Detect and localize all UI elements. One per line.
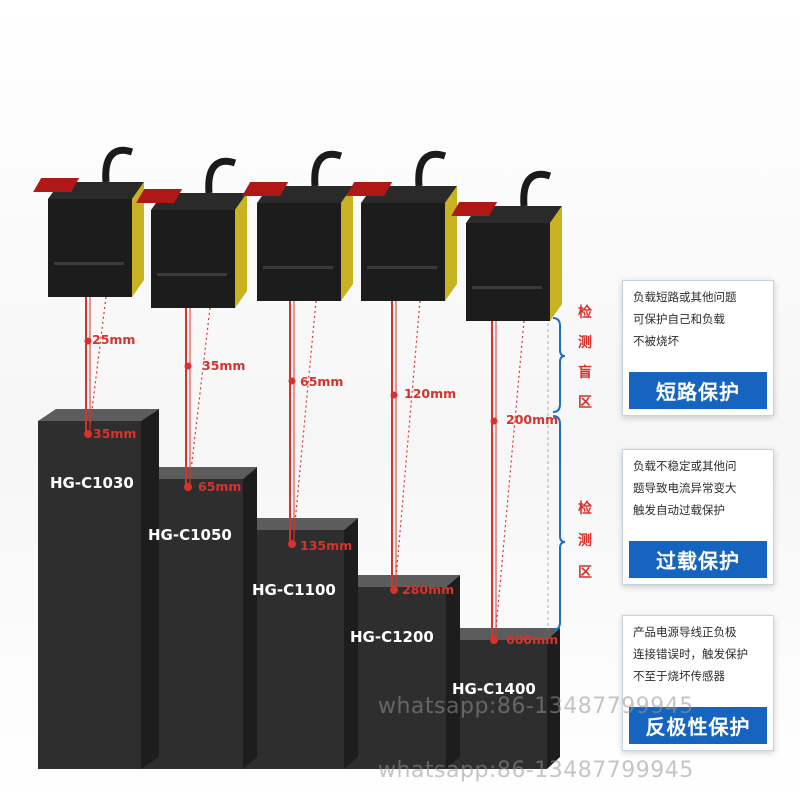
feature-title: 短路保护 [629,372,767,409]
laser-beam [288,300,317,548]
detect-zone-label: 测 [578,533,592,549]
model-label: HG-C1050 [148,526,232,544]
feature-card-reverse-polarity: 产品电源导线正负极 连接错误时，触发保护 不至于烧坏传感器 反极性保护 [622,615,774,751]
laser-beam [184,307,211,491]
model-label: HG-C1200 [350,628,434,646]
max-distance: 135mm [300,538,353,553]
feature-description: 产品电源导线正负极 连接错误时，触发保护 不至于烧坏传感器 [633,625,748,683]
feature-card-overload: 负载不稳定或其他问 题导致电流异常变大 触发自动过载保护 过载保护 [622,449,774,585]
model-label: HG-C1030 [50,474,134,492]
blind-distance: 65mm [300,374,344,389]
sensor-device [346,151,457,301]
laser-beams [84,296,525,644]
zone-guides [547,317,566,631]
max-distance: 600mm [506,632,559,647]
model-label: HG-C1100 [252,581,336,599]
blind-distance: 35mm [202,358,246,373]
feature-title: 反极性保护 [629,707,767,744]
watermark: whatsapp:86-13487799945 [378,694,694,719]
max-distance: 65mm [198,479,242,494]
sensor-device [451,171,562,321]
blind-zone-label: 测 [578,335,592,351]
blind-zone-label: 检 [578,305,592,321]
feature-card-short-circuit: 负载短路或其他问题 可保护自己和负载 不被烧坏 短路保护 [622,280,774,416]
sensor-device [33,147,144,297]
laser-beam [390,300,421,594]
model-block [38,409,159,769]
laser-beam [84,296,107,438]
sensor-device [136,158,247,308]
laser-beam [490,320,525,644]
sensors [33,147,562,321]
feature-description: 负载短路或其他问题 可保护自己和负载 不被烧坏 [633,290,737,348]
model-blocks [38,409,560,769]
max-distance: 280mm [402,582,455,597]
detect-zone-label: 区 [578,565,592,581]
blind-distance: 25mm [92,332,136,347]
feature-description: 负载不稳定或其他问 题导致电流异常变大 触发自动过载保护 [633,459,737,517]
model-label: HG-C1400 [452,680,536,698]
sensor-device [242,151,353,301]
blind-distance: 120mm [404,386,457,401]
blind-zone-brace [552,317,566,413]
watermark: whatsapp:86-13487799945 [378,758,694,783]
feature-title: 过载保护 [629,541,767,578]
blind-zone-label: 区 [578,395,592,411]
blind-zone-label: 盲 [578,365,592,381]
detect-zone-brace [552,415,566,631]
blind-distance: 200mm [506,412,559,427]
max-distance: 35mm [93,426,137,441]
detect-zone-label: 检 [578,501,592,517]
